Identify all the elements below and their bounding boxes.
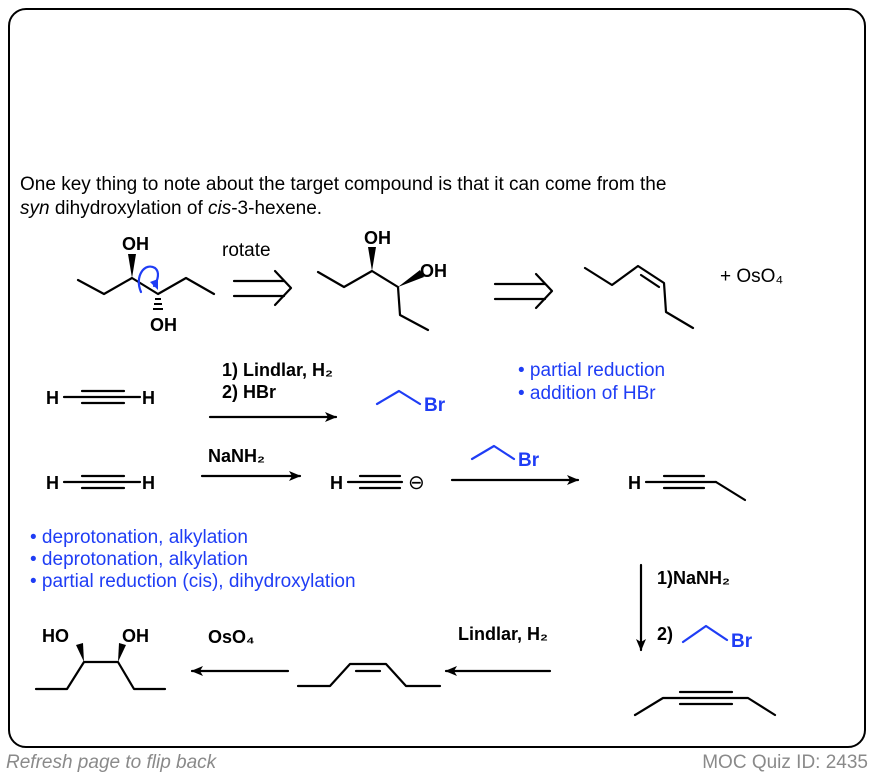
summary-item: • partial reduction (cis), dihydroxylati… bbox=[30, 571, 356, 592]
svg-text:HO: HO bbox=[42, 626, 69, 646]
svg-text:⊖: ⊖ bbox=[408, 472, 425, 494]
note-partial-reduction: • partial reduction bbox=[518, 360, 665, 381]
product-diol: HO OH bbox=[34, 626, 167, 691]
svg-text:Br: Br bbox=[424, 395, 446, 416]
svg-text:H: H bbox=[46, 473, 59, 493]
svg-text:H: H bbox=[46, 388, 59, 408]
quiz-id: MOC Quiz ID: 2435 bbox=[702, 752, 868, 773]
target-diol: OH OH bbox=[76, 234, 216, 335]
reagent-nanh2: NaNH₂ bbox=[208, 446, 265, 466]
1-butyne: H bbox=[628, 473, 747, 502]
cis-3-hexene bbox=[583, 264, 695, 330]
reagent-lindlar: Lindlar, H₂ bbox=[458, 624, 548, 644]
reagent-oso4: OsO₄ bbox=[208, 627, 255, 647]
ethyl-bromide: Br bbox=[470, 444, 540, 471]
ethyl-bromide: Br bbox=[681, 624, 753, 652]
svg-text:H: H bbox=[142, 473, 155, 493]
svg-text:Br: Br bbox=[731, 631, 753, 652]
retro-arrow-icon bbox=[493, 272, 554, 310]
summary-item: • deprotonation, alkylation bbox=[30, 527, 248, 548]
retro-arrow-icon bbox=[232, 269, 293, 307]
ethyl-bromide: Br bbox=[375, 389, 446, 416]
reagent-nanh2: 1)NaNH₂ bbox=[657, 568, 730, 588]
svg-text:H: H bbox=[330, 473, 343, 493]
reagent-hbr: 2) HBr bbox=[222, 382, 276, 402]
svg-text:Br: Br bbox=[518, 450, 540, 471]
svg-text:OH: OH bbox=[150, 315, 177, 335]
reagent-step-2: 2) bbox=[657, 624, 673, 644]
plus-oso4: + OsO₄ bbox=[720, 266, 783, 287]
svg-text:H: H bbox=[142, 388, 155, 408]
reagent-lindlar: 1) Lindlar, H₂ bbox=[222, 360, 333, 380]
note-addition-hbr: • addition of HBr bbox=[518, 383, 656, 404]
acetylide-anion: H ⊖ bbox=[330, 472, 425, 494]
svg-text:OH: OH bbox=[122, 234, 149, 254]
flip-back-hint: Refresh page to flip back bbox=[6, 752, 217, 773]
rotate-label: rotate bbox=[222, 240, 271, 261]
intro-line-1: One key thing to note about the target c… bbox=[20, 174, 666, 195]
acetylene: H H bbox=[46, 388, 155, 408]
summary-item: • deprotonation, alkylation bbox=[30, 549, 248, 570]
svg-text:OH: OH bbox=[420, 261, 447, 281]
flashcard bbox=[8, 8, 866, 748]
3-hexyne bbox=[633, 690, 777, 717]
svg-text:OH: OH bbox=[364, 228, 391, 248]
rotated-diol: OH OH bbox=[316, 228, 447, 332]
svg-text:OH: OH bbox=[122, 626, 149, 646]
svg-text:H: H bbox=[628, 473, 641, 493]
intro-line-2: syn dihydroxylation of cis-3-hexene. bbox=[20, 198, 322, 219]
acetylene: H H bbox=[46, 473, 155, 493]
cis-3-hexene bbox=[296, 662, 442, 688]
